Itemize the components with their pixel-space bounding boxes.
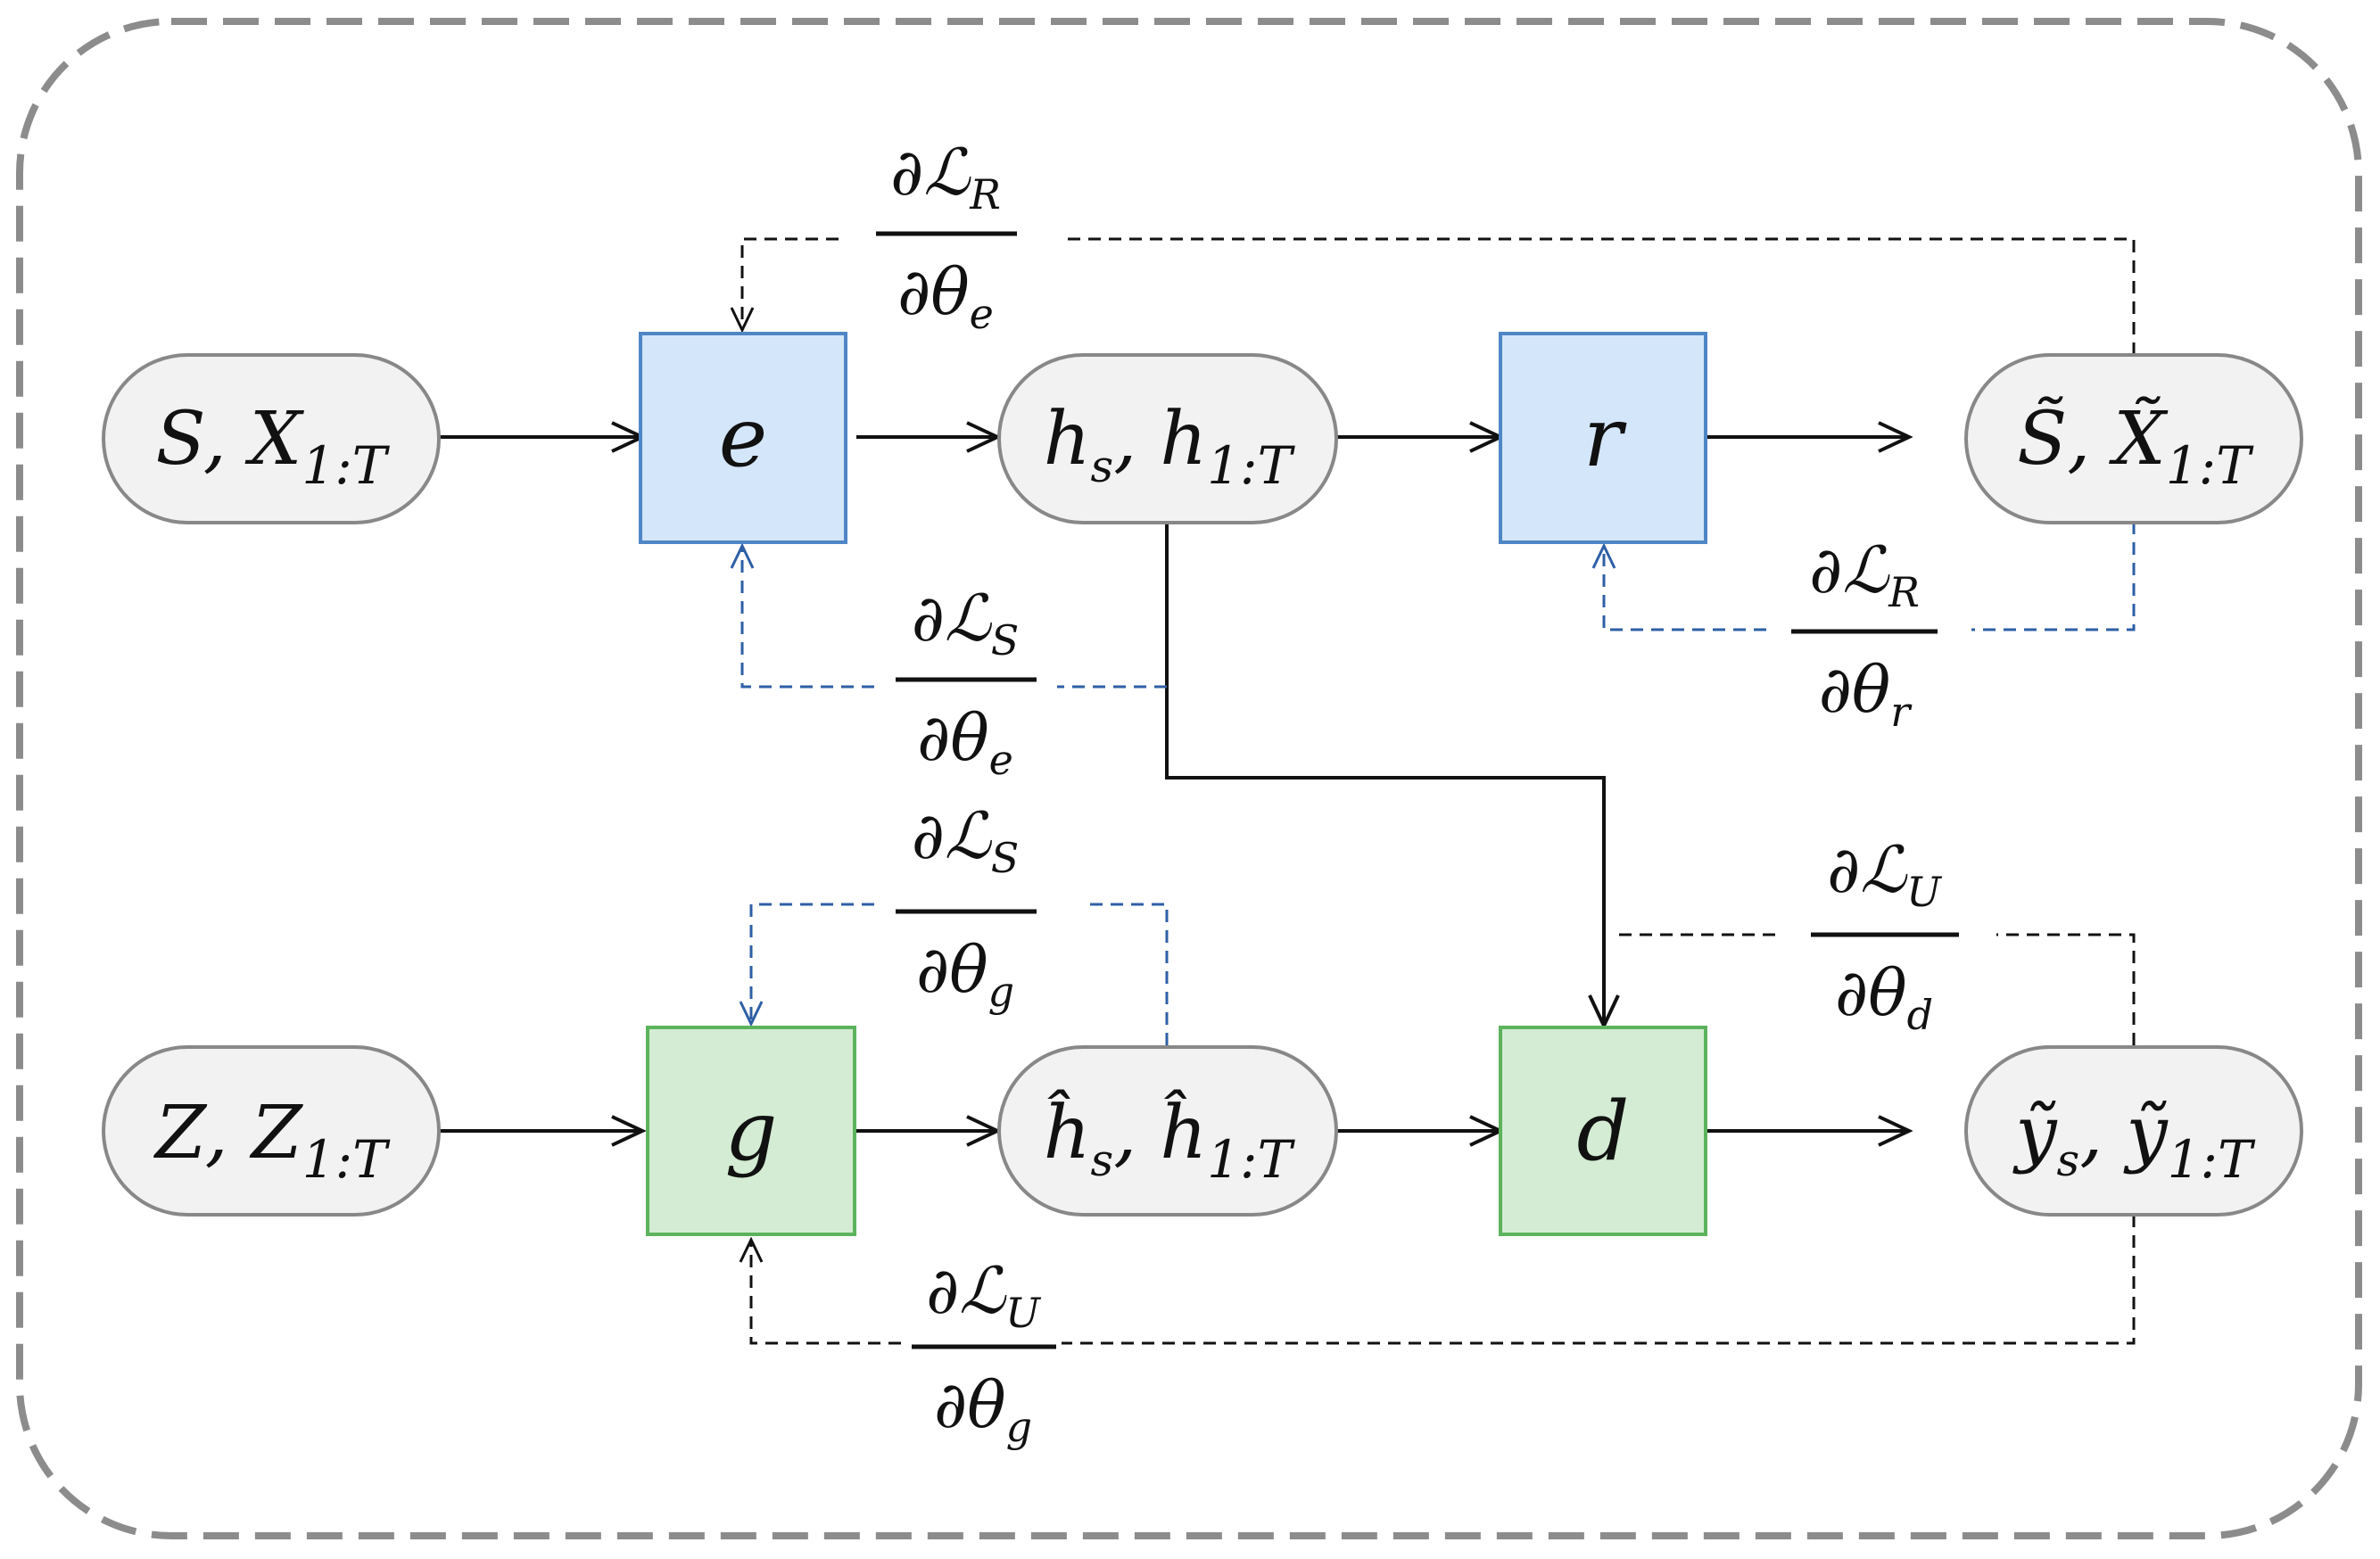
grad-label-lr-embedder: ∂ℒR ∂θe <box>876 135 1017 338</box>
svg-text:ĥs, ĥ1:T: ĥs, ĥ1:T <box>1044 1089 1296 1190</box>
arrow-latent-real-to-discriminator <box>1165 522 1604 1026</box>
svg-text:∂ℒR: ∂ℒR <box>890 135 1001 219</box>
svg-text:∂θg: ∂θg <box>934 1367 1032 1451</box>
node-latent-fake: ĥs, ĥ1:T <box>997 1045 1338 1217</box>
grad-path-lr-to-embedder <box>742 237 2136 355</box>
outer-frame <box>16 18 2362 1539</box>
svg-text:e: e <box>719 390 767 485</box>
box-discriminator: d <box>1499 1026 1707 1236</box>
svg-text:hs, h1:T: hs, h1:T <box>1044 397 1296 496</box>
svg-text:∂θg: ∂θg <box>916 932 1014 1016</box>
grad-label-ls-generator: ∂ℒS ∂θg <box>896 798 1037 1016</box>
svg-text:∂θr: ∂θr <box>1819 652 1913 736</box>
svg-text:ỹs, ỹ1:T: ỹs, ỹ1:T <box>2012 1091 2256 1190</box>
svg-text:d: d <box>1577 1084 1630 1179</box>
box-embedder: e <box>639 332 847 544</box>
svg-text:∂ℒU: ∂ℒU <box>1827 832 1943 916</box>
grad-path-ls-to-embedder <box>742 546 1167 689</box>
svg-text:g: g <box>725 1084 778 1179</box>
svg-text:∂θe: ∂θe <box>897 254 994 338</box>
svg-text:∂θe: ∂θe <box>917 700 1013 784</box>
svg-text:∂θd: ∂θd <box>1835 955 1933 1039</box>
node-input-real: S, X1:T <box>102 353 441 524</box>
svg-text:∂ℒS: ∂ℒS <box>912 798 1020 882</box>
grad-path-ls-to-generator <box>751 903 1169 1045</box>
node-disc-output: ỹs, ỹ1:T <box>1964 1045 2303 1217</box>
grad-label-lr-recovery: ∂ℒR ∂θr <box>1791 532 1938 736</box>
svg-text:∂ℒS: ∂ℒS <box>912 581 1020 664</box>
svg-text:r: r <box>1583 390 1627 485</box>
grad-label-lu-discriminator: ∂ℒU ∂θd <box>1811 832 1959 1039</box>
node-input-noise: Z, Z1:T <box>102 1045 441 1217</box>
grad-label-ls-embedder: ∂ℒS ∂θe <box>896 581 1037 784</box>
svg-text:S, X1:T: S, X1:T <box>156 397 391 496</box>
svg-text:∂ℒR: ∂ℒR <box>1809 532 1920 616</box>
grad-path-lu-to-discriminator <box>1613 933 2136 1045</box>
grad-label-lu-generator: ∂ℒU ∂θg <box>912 1253 1056 1451</box>
grad-path-lu-to-generator <box>751 1215 2136 1345</box>
box-recovery: r <box>1499 332 1707 544</box>
svg-text:S̃, X̃1:T: S̃, X̃1:T <box>2017 396 2254 496</box>
grad-path-lr-to-recovery <box>1604 522 2136 631</box>
svg-text:Z, Z1:T: Z, Z1:T <box>153 1091 391 1190</box>
svg-text:∂ℒU: ∂ℒU <box>926 1253 1042 1337</box>
node-recon-output: S̃, X̃1:T <box>1964 353 2303 524</box>
box-generator: g <box>646 1026 856 1236</box>
node-latent-real: hs, h1:T <box>997 353 1338 524</box>
